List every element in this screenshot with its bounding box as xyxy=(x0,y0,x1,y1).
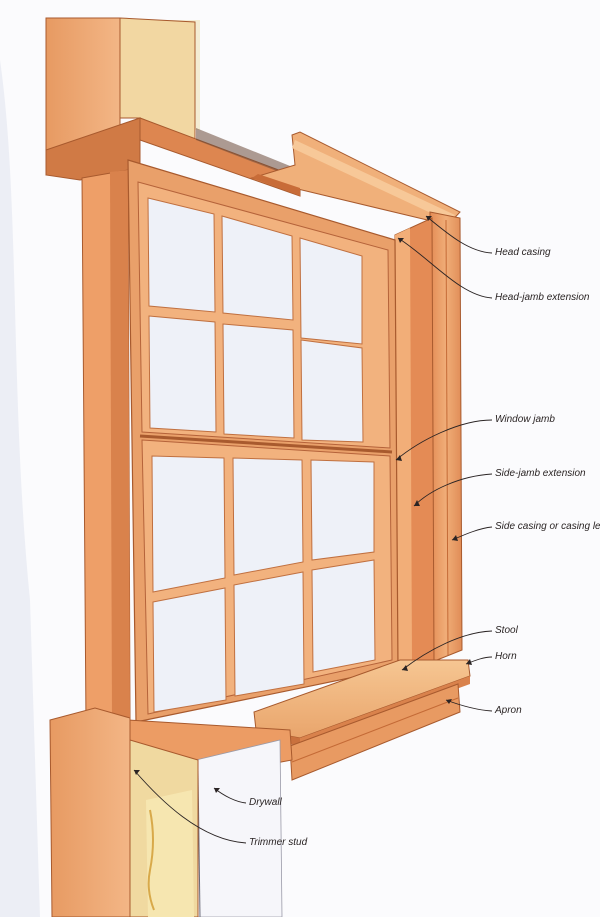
leader-arrowheads xyxy=(134,216,472,793)
leader-window-jamb xyxy=(395,419,493,461)
label-side-casing: Side casing or casing leg xyxy=(495,521,600,532)
label-head-jamb-extension: Head-jamb extension xyxy=(495,292,590,303)
drywall-drawing xyxy=(195,739,283,917)
label-horn: Horn xyxy=(495,651,517,662)
label-apron: Apron xyxy=(495,705,522,716)
leader-stool xyxy=(401,630,493,671)
label-trimmer-stud: Trimmer stud xyxy=(249,837,308,848)
label-stool: Stool xyxy=(495,625,518,636)
leader-head-jamb-extension xyxy=(397,237,493,299)
side-casing-drawing xyxy=(429,211,463,663)
trimmer-stud-drawing xyxy=(49,707,199,917)
label-head-casing: Head casing xyxy=(495,247,551,258)
lower-sash-panes xyxy=(151,455,376,713)
leader-lines xyxy=(133,215,493,844)
label-drywall: Drywall xyxy=(249,797,282,808)
upper-stud xyxy=(45,17,196,181)
label-window-jamb: Window jamb xyxy=(495,414,555,425)
leader-side-jamb-extension xyxy=(413,473,493,507)
upper-sash-panes xyxy=(147,197,364,443)
apron-drawing xyxy=(289,683,461,781)
label-side-jamb-extension: Side-jamb extension xyxy=(495,468,586,479)
leader-head-casing xyxy=(425,215,493,254)
left-wall-edge xyxy=(81,169,131,726)
side-jamb-extension-drawing xyxy=(394,217,435,669)
leader-trimmer-stud xyxy=(133,769,247,844)
